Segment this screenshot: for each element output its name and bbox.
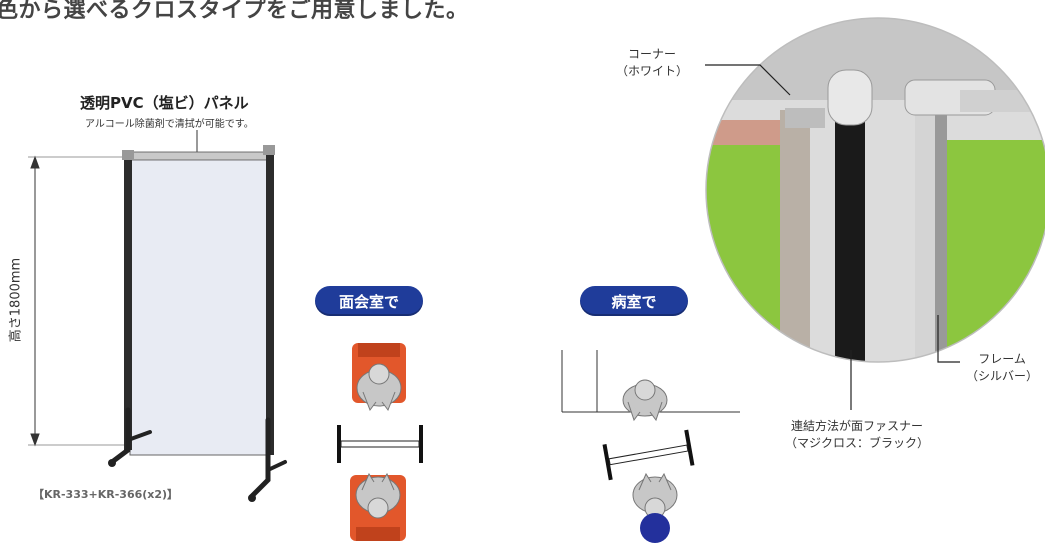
corner-callout-line2: （ホワイト） <box>616 64 689 78</box>
hospital-room-badge: 病室で <box>580 286 688 316</box>
frame-callout: フレーム （シルバー） <box>966 351 1038 385</box>
meeting-room-label: 面会室で <box>338 292 399 311</box>
callout-leader-lines <box>705 64 960 410</box>
meeting-table-icon <box>337 425 423 463</box>
hospital-room-label: 病室で <box>611 292 657 311</box>
hospital-table-icon <box>602 429 695 481</box>
model-number: 【KR-333+KR-366(x2)】 <box>33 488 179 501</box>
fastener-callout-line1: 連結方法が面ファスナー <box>791 419 924 433</box>
fastener-callout: 連結方法が面ファスナー （マジクロス：ブラック） <box>785 418 929 452</box>
meeting-room-badge: 面会室で <box>315 286 423 316</box>
panel-subtitle: アルコール除菌剤で清拭が可能です。 <box>85 119 254 130</box>
visitor-icon <box>632 472 678 543</box>
corner-callout-line1: コーナー <box>628 47 677 61</box>
panel-title: 透明PVC（塩ビ）パネル <box>80 94 249 112</box>
frame-callout-line2: （シルバー） <box>966 369 1039 383</box>
chair-bottom-icon <box>350 472 406 541</box>
height-dimension-arrow <box>28 155 125 447</box>
headline: 色から選べるクロスタイプをご用意しました。 <box>0 0 469 23</box>
patient-icon <box>622 379 668 422</box>
frame-callout-line1: フレーム <box>978 352 1026 366</box>
fastener-callout-line2: （マジクロス：ブラック） <box>785 436 930 450</box>
corner-callout: コーナー （ホワイト） <box>616 46 688 80</box>
chair-top-icon <box>352 343 406 412</box>
panel-frame <box>108 145 287 502</box>
